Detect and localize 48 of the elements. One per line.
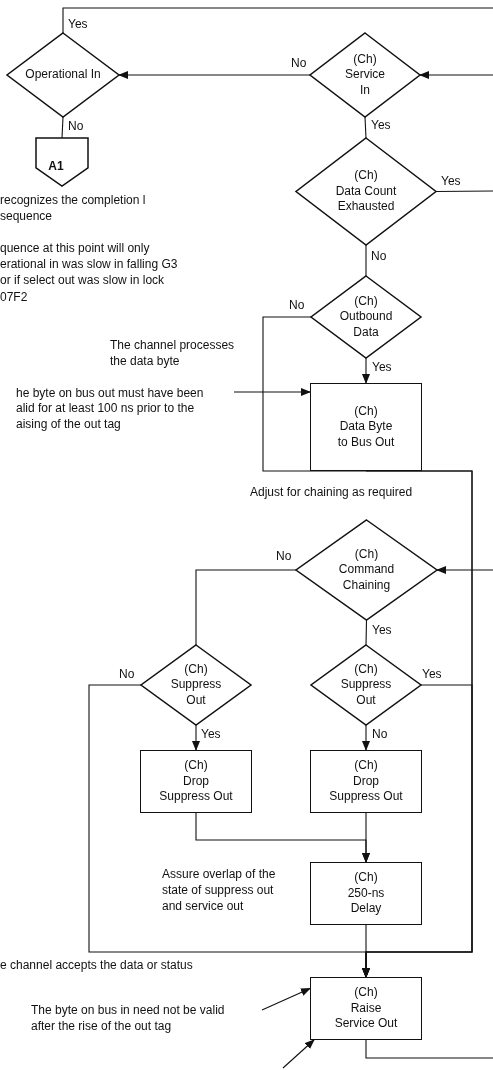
process-box — [310, 383, 422, 471]
flow-arrow — [362, 812, 370, 863]
node-label: A1 — [47, 159, 65, 175]
flow-arrow — [362, 357, 370, 384]
process-box — [310, 977, 422, 1040]
flow-arrow — [282, 1039, 315, 1069]
flow-arrow — [118, 71, 311, 79]
flow-arrow — [436, 566, 493, 574]
node-label: Operational In — [25, 67, 101, 83]
note-text: e channel accepts the data or status — [0, 957, 194, 974]
node-label: (Ch) — [352, 51, 378, 68]
node-label: (Ch) — [353, 758, 379, 774]
node-label: Data Count Exhausted — [334, 183, 398, 215]
node-label: Raise Service Out — [333, 1000, 399, 1032]
note-text: Adjust for chaining as required — [250, 484, 414, 501]
node-label: Data Byte to Bus Out — [336, 419, 396, 451]
node-label: (Ch) — [353, 870, 379, 886]
node-label: Outbound Data — [338, 309, 394, 341]
node-label: Service In — [344, 67, 386, 99]
annotation-text: he byte on bus out must have been alid for at least 100 ns prior to the aising of the out tag — [0, 382, 234, 436]
annotation-text: The byte on bus in need not be valid after the rise of the out tag — [12, 1001, 262, 1037]
process-box — [140, 750, 252, 813]
node-label: (Ch) — [353, 546, 380, 563]
node-label: (Ch) — [353, 985, 379, 1001]
node-label: Command Chaining — [337, 562, 396, 594]
node-label: (Ch) — [183, 661, 209, 678]
flow-arrow — [419, 71, 493, 79]
process-box — [310, 750, 422, 813]
node-label: Suppress Out — [169, 677, 223, 709]
note-text: quence at this point will only erational in was slow in falling G3 or if select out was slow in lock 07F2 — [0, 240, 179, 305]
node-label: Suppress Out — [339, 677, 393, 709]
flow-arrow — [362, 724, 370, 751]
flow-arrow — [192, 724, 200, 751]
leader-line — [261, 987, 311, 1011]
leader-line — [233, 388, 311, 396]
node-label: (Ch) — [183, 758, 209, 774]
note-text: recognizes the completion l sequence — [0, 192, 147, 225]
note-text: Assure overlap of the state of suppress out and service out — [162, 866, 277, 915]
node-label: (Ch) — [353, 661, 379, 678]
node-label: Drop Suppress Out — [328, 773, 404, 805]
process-box — [310, 862, 422, 925]
note-text: The channel processes the data byte — [110, 337, 236, 370]
node-label: 250-ns Delay — [346, 885, 386, 917]
node-label: (Ch) — [353, 403, 379, 420]
node-label: (Ch) — [353, 293, 379, 310]
node-label: (Ch) — [353, 168, 379, 184]
flow-arrow — [362, 924, 370, 978]
node-label: Drop Suppress Out — [158, 773, 234, 805]
